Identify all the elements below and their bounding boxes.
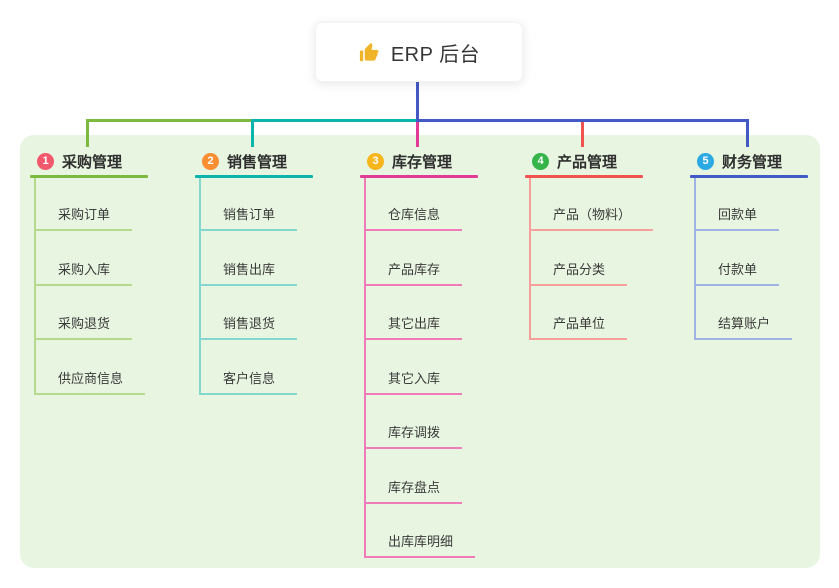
branch-1-title[interactable]: 1 采购管理 xyxy=(37,151,122,171)
branch-drop-line xyxy=(581,119,584,147)
branch-underline xyxy=(360,175,478,178)
branch-drop-line xyxy=(86,119,89,147)
children-connector-line xyxy=(694,178,696,340)
child-node[interactable]: 仓库信息 xyxy=(364,206,463,231)
branches-panel xyxy=(20,135,820,568)
branch-drop-line xyxy=(416,119,419,147)
branch-label: 销售管理 xyxy=(227,153,288,171)
child-node[interactable]: 采购订单 xyxy=(34,206,133,231)
branch-underline xyxy=(195,175,313,178)
child-node[interactable]: 其它入库 xyxy=(364,370,463,395)
branch-underline xyxy=(690,175,808,178)
child-node[interactable]: 采购退货 xyxy=(34,315,133,340)
root-label: ERP 后台 xyxy=(390,43,481,66)
branch-number-badge: 1 xyxy=(37,152,54,170)
child-node[interactable]: 销售退货 xyxy=(199,315,298,340)
branch-label: 产品管理 xyxy=(557,153,618,171)
branch-5-title[interactable]: 5 财务管理 xyxy=(697,151,782,171)
branch-3-title[interactable]: 3 库存管理 xyxy=(367,151,452,171)
child-node[interactable]: 出库库明细 xyxy=(364,533,476,558)
child-node[interactable]: 产品（物料） xyxy=(529,206,654,231)
child-node[interactable]: 产品单位 xyxy=(529,315,628,340)
child-node[interactable]: 供应商信息 xyxy=(34,370,146,395)
child-node[interactable]: 销售出库 xyxy=(199,261,298,286)
branch-number-badge: 5 xyxy=(697,152,714,170)
branch-number-badge: 2 xyxy=(202,152,219,170)
branch-number-badge: 3 xyxy=(367,152,384,170)
child-node[interactable]: 回款单 xyxy=(694,206,780,231)
child-node[interactable]: 产品库存 xyxy=(364,261,463,286)
child-node[interactable]: 结算账户 xyxy=(694,315,793,340)
root-node[interactable]: ERP 后台 xyxy=(315,22,523,82)
root-connector-line xyxy=(416,82,419,122)
child-node[interactable]: 库存盘点 xyxy=(364,479,463,504)
branch-drop-line xyxy=(746,119,749,147)
branch-underline xyxy=(30,175,148,178)
child-node[interactable]: 库存调拨 xyxy=(364,424,463,449)
child-node[interactable]: 采购入库 xyxy=(34,261,133,286)
branch-connector-line xyxy=(86,119,254,122)
child-node[interactable]: 付款单 xyxy=(694,261,780,286)
branch-drop-line xyxy=(251,119,254,147)
branch-label: 财务管理 xyxy=(722,153,783,171)
branch-label: 库存管理 xyxy=(392,153,453,171)
children-connector-line xyxy=(364,178,366,558)
branch-connector-line xyxy=(251,119,419,122)
children-connector-line xyxy=(199,178,201,395)
thumbs-up-icon xyxy=(358,41,381,64)
child-node[interactable]: 产品分类 xyxy=(529,261,628,286)
branch-number-badge: 4 xyxy=(532,152,549,170)
children-connector-line xyxy=(34,178,36,395)
branch-2-title[interactable]: 2 销售管理 xyxy=(202,151,287,171)
child-node[interactable]: 客户信息 xyxy=(199,370,298,395)
children-connector-line xyxy=(529,178,531,340)
child-node[interactable]: 其它出库 xyxy=(364,315,463,340)
branch-underline xyxy=(525,175,643,178)
branch-4-title[interactable]: 4 产品管理 xyxy=(532,151,617,171)
child-node[interactable]: 销售订单 xyxy=(199,206,298,231)
branch-label: 采购管理 xyxy=(62,153,123,171)
branch-connector-line xyxy=(416,119,749,122)
